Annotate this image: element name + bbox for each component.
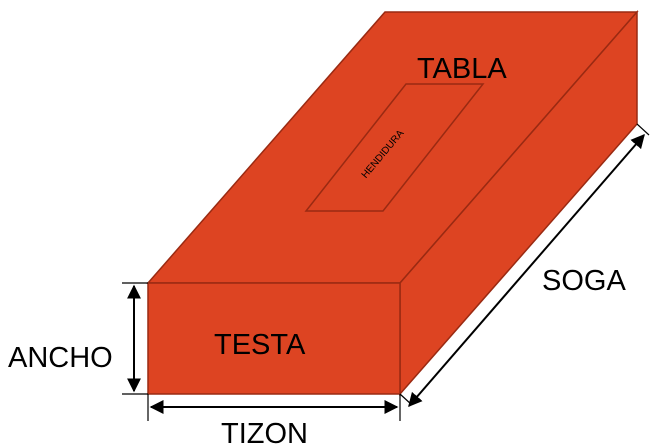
ancho-dimension bbox=[122, 282, 148, 395]
tabla-label: TABLA bbox=[417, 53, 507, 85]
ancho-label: ANCHO bbox=[8, 342, 113, 374]
soga-label: SOGA bbox=[542, 265, 626, 297]
soga-dimension bbox=[399, 123, 650, 408]
testa-label: TESTA bbox=[214, 329, 306, 361]
hendidura-recess bbox=[304, 83, 485, 212]
tizon-label: TIZON bbox=[221, 418, 308, 447]
tizon-dimension bbox=[147, 394, 401, 421]
